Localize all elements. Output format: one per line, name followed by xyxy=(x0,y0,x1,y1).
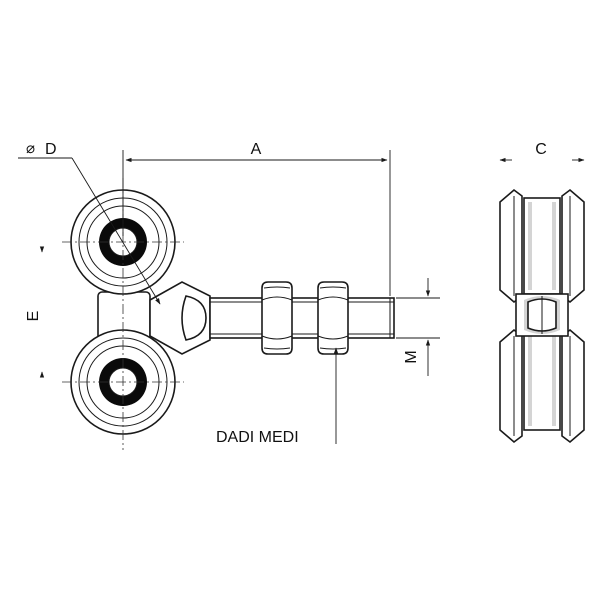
dim-e-label: E xyxy=(25,311,42,322)
dim-a-label: A xyxy=(251,141,262,158)
nut-left xyxy=(261,281,293,355)
nut-right xyxy=(317,281,349,355)
side-hub xyxy=(515,293,569,337)
dim-c-label: C xyxy=(535,141,547,158)
upper-wheel-side xyxy=(499,188,585,304)
dim-d-label: D xyxy=(45,141,57,158)
svg-text:⌀: ⌀ xyxy=(26,140,35,157)
dim-m-label: M xyxy=(403,350,420,363)
threaded-stud xyxy=(209,297,395,339)
nuts-callout-label: DADI MEDI xyxy=(216,429,299,446)
front-view: A ⌀ D E M DADI MEDI xyxy=(18,140,440,450)
diameter-label: ⌀ D xyxy=(26,140,57,158)
arm-ball xyxy=(181,295,207,341)
lower-wheel-side xyxy=(499,328,585,444)
side-view: C xyxy=(499,141,585,444)
